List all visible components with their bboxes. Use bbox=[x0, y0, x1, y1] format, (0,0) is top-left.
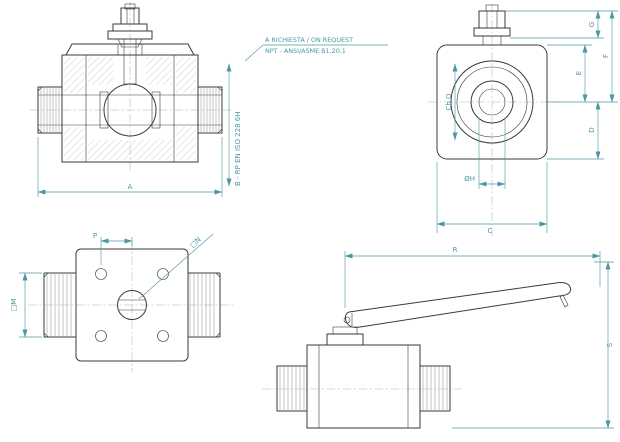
on-request-note: A RICHIESTA / ON REQUEST NPT - ANSI/ASME… bbox=[244, 36, 388, 62]
section-view: A B - RP EN ISO 228 6H A RICHIESTA / ON … bbox=[30, 2, 388, 197]
dimension-a: A bbox=[37, 137, 223, 197]
top-view: P □N □M bbox=[10, 232, 234, 372]
front-view: Ch Q ØH C G F bbox=[428, 4, 618, 236]
dimension-m: □M bbox=[10, 272, 42, 338]
note-line-2: NPT - ANSI/ASME B1.20.1 bbox=[265, 47, 346, 55]
stem-assembly bbox=[107, 3, 153, 85]
dim-label-c: C bbox=[488, 227, 493, 235]
dim-label-b-thread: B - RP EN ISO 228 6H bbox=[234, 111, 242, 186]
dimension-e: E bbox=[575, 44, 588, 103]
top-view-left-port bbox=[43, 272, 76, 338]
front-centerlines bbox=[428, 4, 560, 236]
valve-body-section bbox=[37, 43, 223, 163]
dim-label-m: □M bbox=[10, 299, 18, 312]
side-left-port-threads bbox=[279, 367, 305, 410]
handle-lever bbox=[343, 282, 572, 328]
dimension-g: G bbox=[588, 10, 601, 39]
dimension-b-thread: B - RP EN ISO 228 6H bbox=[226, 63, 242, 187]
dim-label-e: E bbox=[575, 71, 583, 75]
side-view: R S bbox=[262, 246, 614, 429]
dim-label-n: □N bbox=[189, 236, 203, 250]
dimension-ch-q: Ch Q bbox=[445, 63, 458, 141]
dimension-f: F bbox=[602, 10, 615, 103]
right-extension-lines bbox=[505, 10, 618, 160]
side-right-port-threads bbox=[422, 367, 448, 410]
dim-label-a: A bbox=[128, 183, 133, 191]
dimension-p: P bbox=[93, 232, 133, 265]
dim-label-d: D bbox=[588, 127, 596, 132]
dim-label-s: S bbox=[606, 342, 614, 347]
left-port-threads bbox=[40, 88, 60, 132]
side-view-body bbox=[276, 326, 451, 429]
dimension-d: D bbox=[588, 101, 601, 160]
dimension-s: S bbox=[452, 261, 614, 429]
section-centerlines bbox=[30, 2, 234, 172]
dim-label-p: P bbox=[93, 232, 97, 240]
top-view-right-port bbox=[188, 272, 221, 338]
dim-label-ch-q: Ch Q bbox=[445, 93, 453, 111]
dim-label-g: G bbox=[588, 22, 596, 27]
top-view-body bbox=[75, 248, 189, 362]
dim-label-h: ØH bbox=[464, 175, 475, 183]
note-line-1: A RICHIESTA / ON REQUEST bbox=[265, 36, 353, 44]
top-view-centerlines bbox=[28, 240, 234, 372]
dim-label-r: R bbox=[453, 246, 458, 254]
dimension-h: ØH bbox=[464, 118, 506, 189]
right-port-threads bbox=[200, 88, 220, 132]
dimension-c: C bbox=[436, 162, 548, 235]
dim-label-f: F bbox=[602, 54, 610, 58]
dimension-n: □N bbox=[138, 233, 214, 300]
section-hatching bbox=[64, 57, 196, 160]
dimension-r: R bbox=[344, 246, 601, 308]
